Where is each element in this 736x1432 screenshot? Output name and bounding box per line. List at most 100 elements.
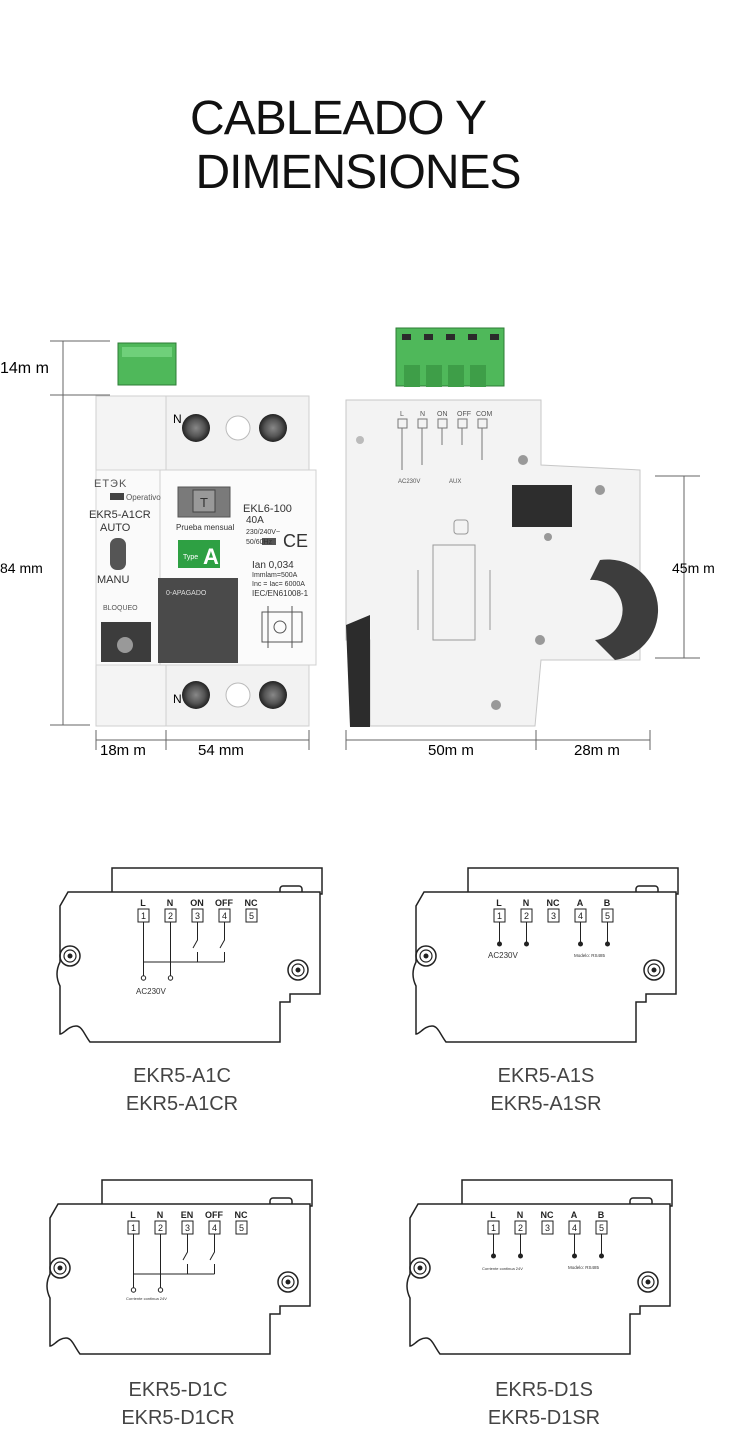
terminal-label: N: [523, 898, 530, 908]
svg-text:ON: ON: [437, 411, 448, 418]
terminal-number: 2: [524, 911, 529, 921]
dim-side-width: 50m m: [428, 742, 474, 759]
terminal-label: OFF: [215, 898, 233, 908]
rs485-label: Modelo: RS485: [568, 1265, 600, 1270]
svg-text:230/240V~: 230/240V~: [246, 529, 280, 536]
svg-text:Type: Type: [183, 554, 198, 561]
terminal-label: NC: [547, 898, 560, 908]
side-dimensions: [345, 475, 700, 750]
terminal-number: 4: [578, 911, 583, 921]
terminal-label: A: [571, 1210, 578, 1220]
svg-text:COM: COM: [476, 411, 493, 418]
terminal-label: EN: [181, 1210, 194, 1220]
terminal-number: 2: [168, 911, 173, 921]
svg-text:Inc = Iac= 6000A: Inc = Iac= 6000A: [252, 581, 305, 588]
terminal-number: 3: [195, 911, 200, 921]
screw-icon: [259, 414, 287, 442]
svg-text:N: N: [420, 411, 425, 418]
svg-text:EKL6-100: EKL6-100: [243, 503, 292, 515]
side-ac-label: AC230V: [398, 479, 420, 485]
switch-off-label: 0-APAGADO: [166, 590, 207, 597]
supply-label: Corriente continua 24V: [482, 1266, 523, 1271]
front-dimensions: [50, 340, 310, 750]
terminal-label: N: [167, 898, 174, 908]
terminal-number: 5: [249, 911, 254, 921]
page-title: CABLEADO Y DIMENSIONES: [0, 92, 736, 200]
product-views: N N ETЭK Operativo EKR5-A1CR AUTO MANU B…: [0, 327, 715, 759]
terminal-label: OFF: [205, 1210, 223, 1220]
terminal-number: 5: [599, 1223, 604, 1233]
mount-hole-icon: [49, 1257, 71, 1279]
terminal-label: L: [490, 1210, 496, 1220]
terminal-number: 1: [131, 1223, 136, 1233]
svg-text:L: L: [400, 411, 404, 418]
spec-panel: EKL6-100 40A 230/240V~ 50/60Hz Ian 0,034…: [243, 503, 309, 598]
mount-hole-icon: [287, 959, 309, 981]
supply-label: Corriente continua 24V: [126, 1296, 167, 1301]
terminal-label: L: [140, 898, 146, 908]
front-schematic: [261, 606, 303, 648]
mount-hole-icon: [415, 945, 437, 967]
terminal-number: 1: [141, 911, 146, 921]
side-terminal-boxes: [397, 418, 488, 470]
terminal-number: 1: [497, 911, 502, 921]
svg-text:40A: 40A: [246, 515, 264, 526]
supply-label: AC230V: [488, 951, 518, 960]
terminal-number: 3: [185, 1223, 190, 1233]
side-knob: [590, 559, 659, 660]
diagram-4-caption: EKR5-D1S EKR5-D1SR: [487, 1379, 601, 1429]
dim-height: 84 mm: [0, 560, 43, 576]
terminal-number: 4: [222, 911, 227, 921]
test-button-label: T: [200, 495, 208, 510]
auto-label: AUTO: [100, 522, 131, 534]
side-window: [512, 485, 572, 527]
screw-icon: [182, 681, 210, 709]
main-handle[interactable]: [158, 578, 238, 663]
type-a-badge: [178, 540, 220, 568]
supply-label: AC230V: [136, 987, 166, 996]
auto-manu-switch[interactable]: [110, 538, 126, 570]
terminal-n-bottom: N: [173, 692, 182, 706]
terminal-label: B: [604, 898, 611, 908]
dim-right-width: 54 mm: [198, 742, 244, 759]
svg-text:OFF: OFF: [457, 411, 471, 418]
terminal-label: A: [577, 898, 584, 908]
model-label: EKR5-A1CR: [89, 509, 151, 521]
diagram-3-caption: EKR5-D1C EKR5-D1CR: [121, 1379, 235, 1429]
terminal-label: ON: [190, 898, 204, 908]
mount-hole-icon: [643, 959, 665, 981]
brand-logo: ETЭK: [94, 478, 127, 490]
side-terminal-labels: L N ON OFF COM: [400, 411, 493, 418]
mount-hole-icon: [637, 1271, 659, 1293]
terminal-label: NC: [541, 1210, 554, 1220]
terminal-number: 5: [239, 1223, 244, 1233]
rs485-label: Modelo: RS485: [574, 953, 606, 958]
dim-side-height: 45m m: [672, 560, 715, 576]
mount-hole-icon: [59, 945, 81, 967]
terminal-number: 2: [518, 1223, 523, 1233]
svg-text:IEC/EN61008-1: IEC/EN61008-1: [252, 589, 309, 598]
terminal-number: 4: [212, 1223, 217, 1233]
svg-text:A: A: [203, 544, 219, 569]
svg-text:Immlam=500A: Immlam=500A: [252, 572, 298, 579]
title-line-2: DIMENSIONES: [195, 146, 521, 199]
side-housing: [345, 399, 641, 727]
diagram-1-caption: EKR5-A1C EKR5-A1CR: [125, 1065, 239, 1115]
terminal-label: L: [130, 1210, 136, 1220]
operativo-label: Operativo: [126, 493, 161, 502]
svg-text:Ian 0,034: Ian 0,034: [252, 560, 294, 571]
mount-hole-icon: [277, 1271, 299, 1293]
dim-top: 14m m: [0, 360, 49, 377]
terminal-number: 4: [572, 1223, 577, 1233]
terminal-number: 1: [491, 1223, 496, 1233]
terminal-number: 2: [158, 1223, 163, 1233]
svg-text:CE: CE: [283, 531, 308, 551]
svg-text:50/60Hz: 50/60Hz: [246, 539, 273, 546]
terminal-number: 3: [545, 1223, 550, 1233]
side-aux-label: AUX: [449, 479, 461, 485]
terminal-n-top: N: [173, 412, 182, 426]
front-view: N N ETЭK Operativo EKR5-A1CR AUTO MANU B…: [0, 340, 317, 759]
dim-side-depth: 28m m: [574, 742, 620, 759]
bloqueo-label: BLOQUEO: [103, 605, 138, 612]
